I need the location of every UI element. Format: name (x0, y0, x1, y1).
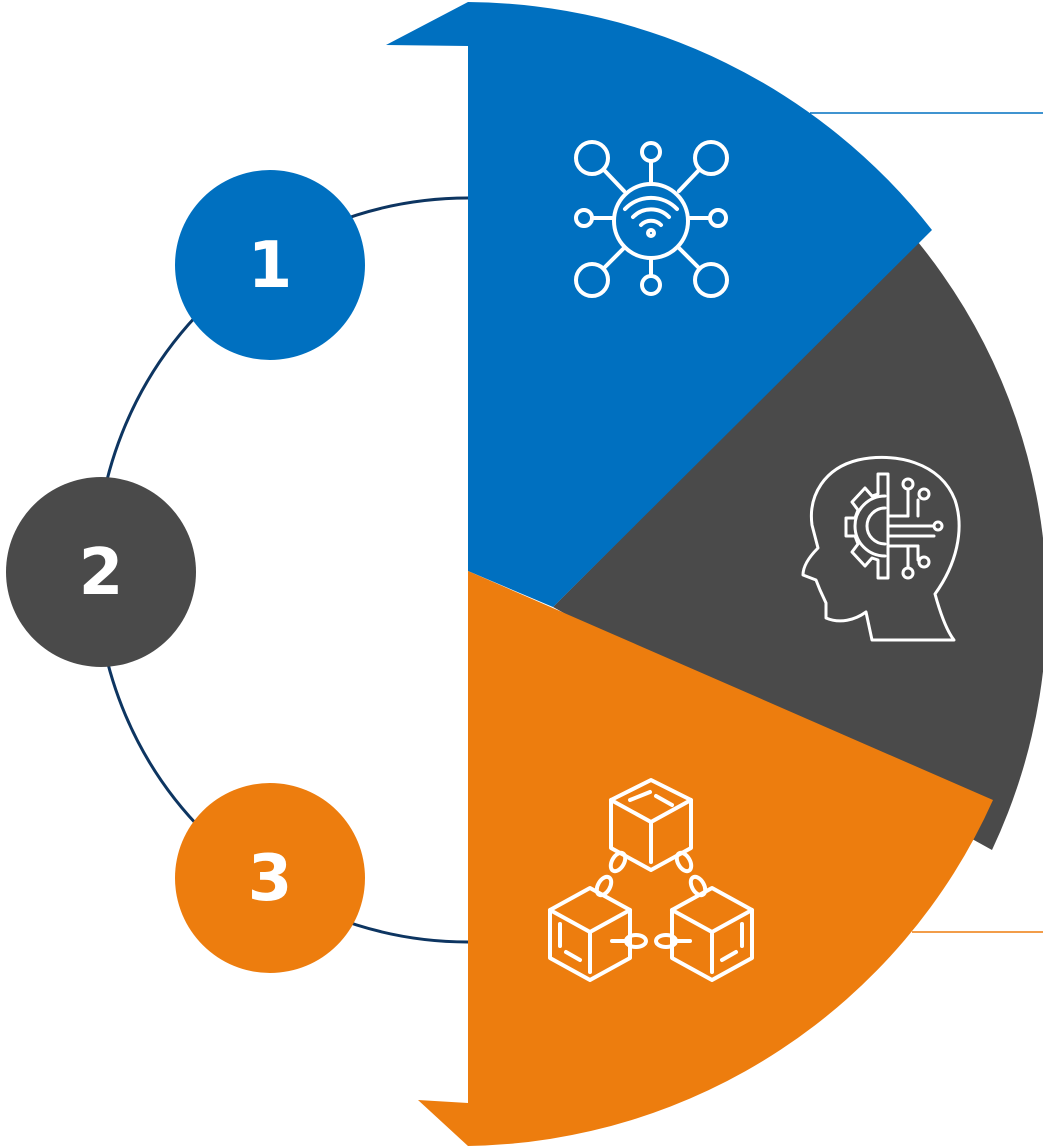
step-2-badge: 2 (6, 477, 196, 667)
ai-head-gear-icon (801, 456, 961, 642)
step-1-badge: 1 (175, 170, 365, 360)
step-3-badge: 3 (175, 783, 365, 973)
step-3-number: 3 (248, 842, 293, 916)
network-hub-icon (574, 140, 729, 298)
segment-1-blue (386, 2, 932, 607)
step-1-number: 1 (248, 229, 293, 303)
blockchain-cubes-icon (548, 778, 754, 982)
segment-2-dark (553, 242, 1043, 850)
step-2-number: 2 (79, 536, 124, 610)
segment-3-orange (418, 571, 993, 1146)
